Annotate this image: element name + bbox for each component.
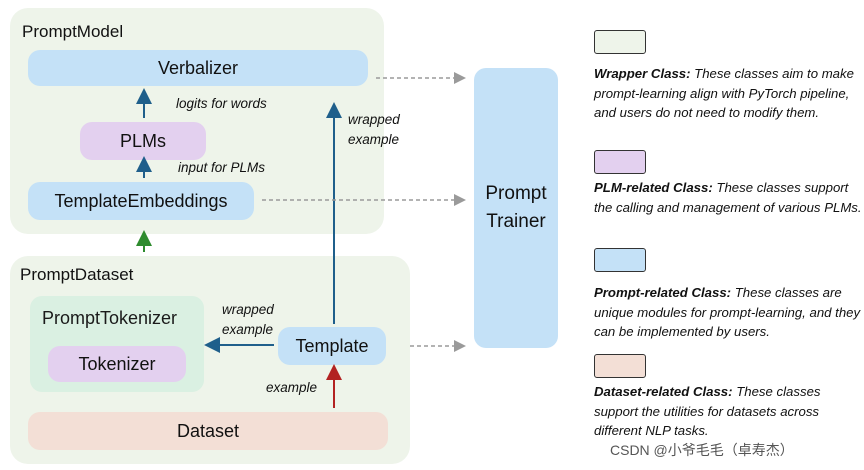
legend-swatch-prompt [594,248,646,272]
legend-swatch-plm [594,150,646,174]
wrapped-example-up-label-1: wrapped [348,112,400,127]
input-for-plms-label: input for PLMs [178,160,266,175]
example-label: example [266,380,318,395]
legend-text-dataset: Dataset-related Class: These classes sup… [594,382,862,441]
wrapped-example-up-label-2: example [348,132,400,147]
template-box: Template [278,327,386,365]
prompt-tokenizer-title: PromptTokenizer [42,308,178,328]
legend-title-dataset: Dataset-related Class: [594,384,733,399]
wrapped-example-left-label-2: example [222,322,274,337]
legend-title-plm: PLM-related Class: [594,180,713,195]
watermark: CSDN @小爷毛毛（卓寿杰） [610,442,794,458]
wrapped-example-left-label-1: wrapped [222,302,274,317]
legend-text-wrapper: Wrapper Class: These classes aim to make… [594,64,862,123]
dataset-box: Dataset [28,412,388,450]
template-embeddings-box: TemplateEmbeddings [28,182,254,220]
legend-desc-wrapper: These classes aim to make prompt-learnin… [594,66,854,120]
prompt-trainer-box: Prompt Trainer [474,68,558,348]
verbalizer-box: Verbalizer [28,50,368,86]
legend-swatch-wrapper [594,30,646,54]
prompt-dataset-title: PromptDataset [20,265,134,284]
legend-desc-dataset: These classes support the utilities for … [594,384,821,438]
prompt-trainer-line1: Prompt [485,183,547,204]
legend-swatch-dataset [594,354,646,378]
tokenizer-box: Tokenizer [48,346,186,382]
plms-box: PLMs [80,122,206,160]
prompt-model-title: PromptModel [22,22,124,41]
legend-text-plm: PLM-related Class: These classes support… [594,178,862,217]
prompt-trainer-line2: Trainer [486,211,546,232]
legend-title-wrapper: Wrapper Class: [594,66,691,81]
legend-desc-plm: These classes support the calling and ma… [594,180,862,215]
legend-title-prompt: Prompt-related Class: [594,285,732,300]
legend-desc-prompt: These classes are unique modules for pro… [594,285,861,339]
legend-text-prompt: Prompt-related Class: These classes are … [594,283,862,342]
logits-for-words-label: logits for words [176,96,267,111]
